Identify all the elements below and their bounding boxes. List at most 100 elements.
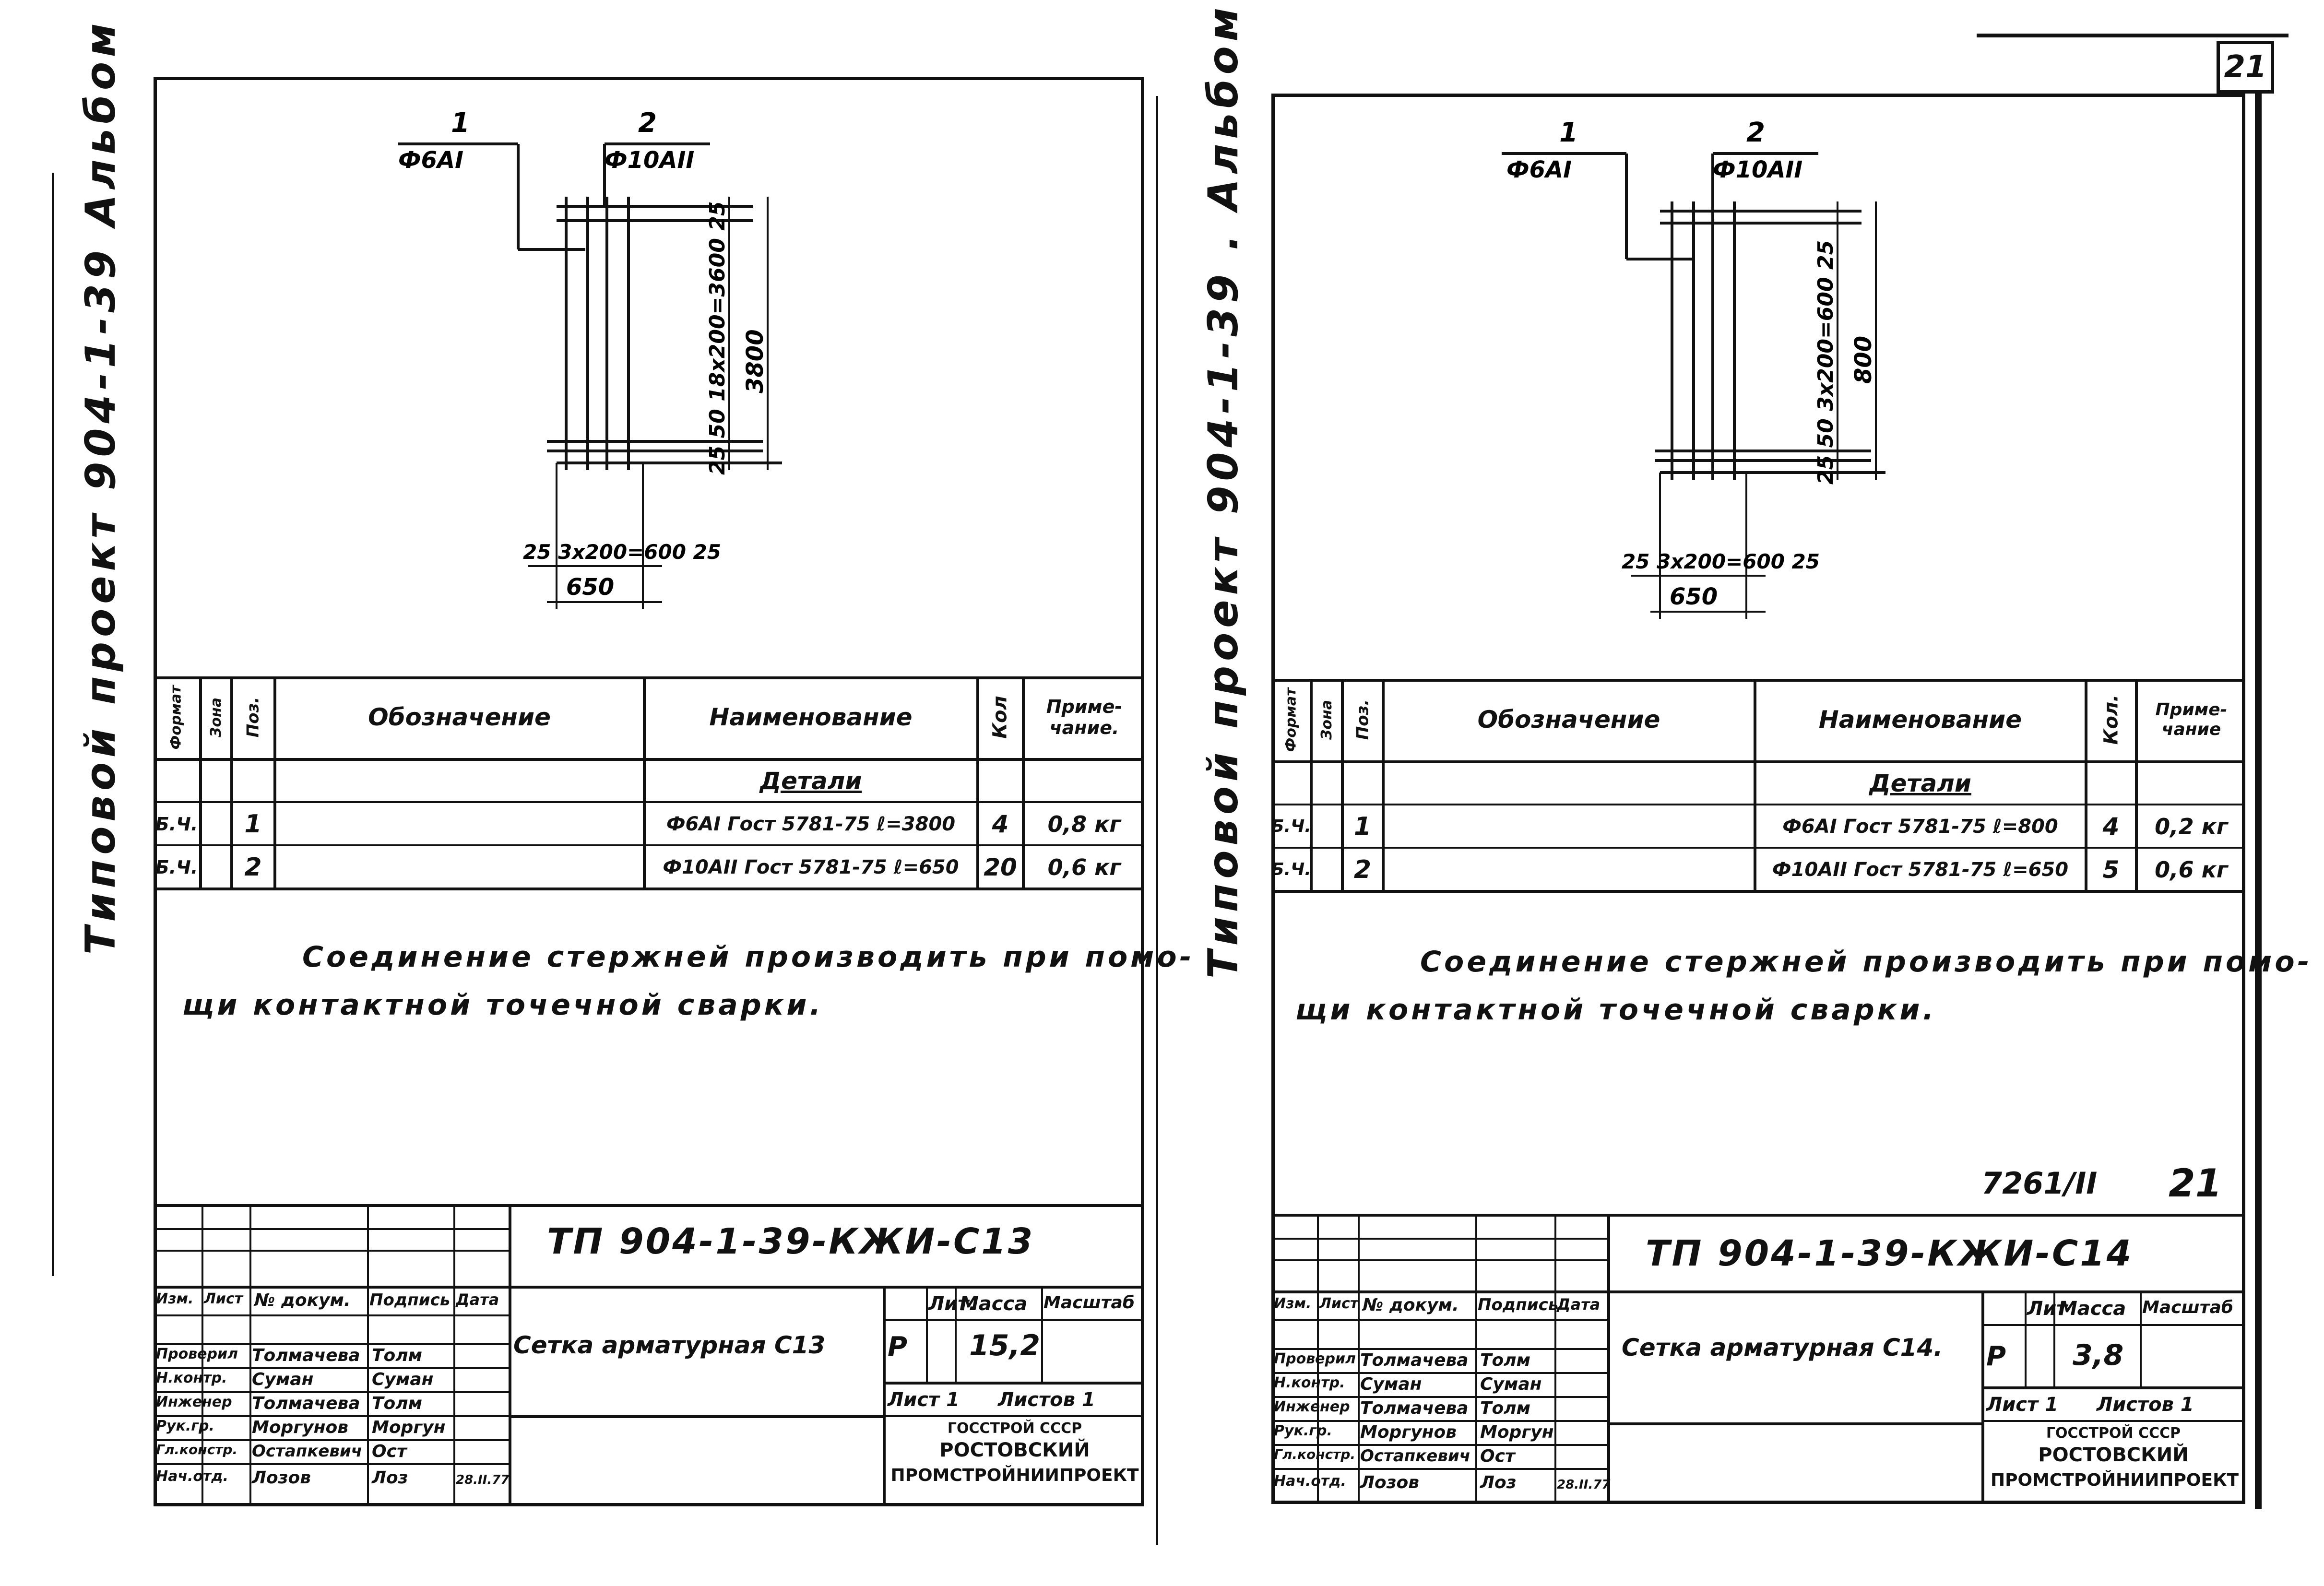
left-rebar-drawing: 1 Ф6АI 2 Ф10АII 25 50 18х200=3600 25 380…	[398, 107, 782, 609]
left-lit-value: Р	[888, 1331, 908, 1362]
left-name-4: Моргунов	[252, 1418, 348, 1437]
right-mass-value: 3,8	[2073, 1338, 2124, 1372]
left-sign-5: Ост	[372, 1442, 407, 1461]
right-sheets-label: Листов 1	[2097, 1394, 2194, 1416]
right-hdr-note: Приме-чание	[2155, 700, 2228, 739]
right-pos1-number: 1	[1559, 117, 1578, 148]
page-number: 21	[2224, 49, 2267, 85]
right-note-line2: щи контактной точечной сварки.	[1295, 993, 1937, 1027]
right-role-6: Нач.отд.	[1274, 1473, 1346, 1490]
right-sheet-number: 21	[2169, 1161, 2222, 1206]
right-hdr-designation: Обозначение	[1477, 706, 1660, 734]
left-name-2: Суман	[252, 1370, 314, 1389]
left-horiz-dims: 25 3х200=600 25	[523, 540, 721, 564]
right-pos2-bar: Ф10АII	[1713, 156, 1802, 183]
left-role-5: Гл.констр.	[156, 1442, 238, 1457]
right-doc-code: ТП 904-1-39-КЖИ-С14	[1646, 1233, 2134, 1274]
left-row1-format: Б.Ч.	[155, 813, 198, 835]
left-note-line2: щи контактной точечной сварки.	[182, 988, 824, 1022]
page-number-box: 21	[2217, 41, 2274, 94]
right-horiz-total: 650	[1670, 583, 1718, 610]
left-hdr-zone: Зона	[207, 697, 225, 737]
right-mass-label: Масса	[2058, 1298, 2126, 1320]
right-lit-value: Р	[1986, 1341, 2006, 1372]
left-vert-total: 3800	[742, 329, 769, 393]
left-lit-label: Лит.	[928, 1293, 976, 1315]
left-hdr-list: Лист	[204, 1290, 243, 1307]
left-sign-4: Моргун	[372, 1418, 446, 1437]
right-org-1: ГОССТРОЙ СССР	[2046, 1425, 2181, 1442]
right-sign-6: Лоз	[1480, 1473, 1517, 1492]
left-hdr-izm: Изм.	[156, 1290, 194, 1307]
right-name-1: Толмачева	[1360, 1350, 1469, 1370]
left-name-3: Толмачева	[252, 1394, 360, 1413]
left-name-6: Лозов	[252, 1468, 311, 1488]
left-row1-name: Ф6АI Гост 5781-75 ℓ=3800	[666, 813, 956, 835]
left-hdr-name: Наименование	[709, 703, 913, 731]
right-vert-dims: 25 50 3х200=600 25	[1814, 240, 1838, 485]
left-role-4: Рук.гр.	[156, 1418, 214, 1434]
left-org-1: ГОССТРОЙ СССР	[947, 1420, 1082, 1437]
right-row2-name: Ф10АII Гост 5781-75 ℓ=650	[1772, 858, 2069, 881]
right-sign-3: Толм	[1480, 1398, 1531, 1418]
right-rebar-drawing: 1 Ф6АI 2 Ф10АII 25 50 3х200=600 25 800 2…	[1502, 117, 1885, 619]
right-row1-format: Б.Ч.	[1271, 817, 1311, 836]
right-sign-4: Моргун	[1480, 1422, 1554, 1442]
right-row1-pos: 1	[1353, 812, 1372, 841]
right-row2-pos: 2	[1353, 855, 1372, 884]
left-row1-pos: 1	[244, 809, 262, 839]
right-row1-note: 0,2 кг	[2155, 813, 2228, 840]
right-hdr-doc: № докум.	[1363, 1295, 1459, 1315]
left-sheets-label: Листов 1	[998, 1389, 1095, 1411]
right-org-2: РОСТОВСКИЙ	[2038, 1444, 2189, 1466]
left-row1-note: 0,8 кг	[1047, 811, 1121, 837]
right-role-2: Н.контр.	[1274, 1374, 1345, 1391]
left-sheet-label: Лист 1	[888, 1389, 960, 1411]
left-hdr-note: Приме-чание.	[1046, 696, 1123, 738]
right-row2-format: Б.Ч.	[1271, 860, 1311, 879]
left-hdr-format: Формат	[167, 685, 185, 749]
right-name-4: Моргунов	[1360, 1422, 1457, 1442]
right-horiz-dims: 25 3х200=600 25	[1622, 550, 1820, 573]
left-mass-label: Масса	[960, 1293, 1028, 1315]
right-sign-2: Суман	[1480, 1374, 1542, 1394]
left-row2-name: Ф10АII Гост 5781-75 ℓ=650	[663, 856, 959, 878]
right-frame	[1271, 94, 2245, 1504]
left-sign-6: Лоз	[372, 1468, 408, 1488]
right-role-1: Проверил	[1274, 1350, 1356, 1367]
left-hdr-sign: Подпись	[369, 1290, 451, 1310]
left-row2-pos: 2	[244, 852, 262, 882]
right-hdr-zone: Зона	[1318, 699, 1335, 740]
left-name-5: Остапкевич	[252, 1442, 363, 1461]
left-name-1: Толмачева	[252, 1346, 360, 1365]
left-row2-note: 0,6 кг	[1047, 854, 1121, 880]
left-note-line1: Соединение стержней производить при помо…	[302, 940, 1195, 974]
top-rule	[1977, 34, 2288, 37]
right-sign-5: Ост	[1480, 1446, 1515, 1466]
right-hdr-pos: Поз.	[1353, 699, 1372, 740]
right-hdr-format: Формат	[1282, 687, 1300, 752]
right-role-5: Гл.констр.	[1274, 1446, 1356, 1462]
right-hdr-sign: Подпись	[1478, 1295, 1559, 1314]
right-name-6: Лозов	[1360, 1473, 1420, 1492]
right-title: Сетка арматурная С14.	[1622, 1334, 1943, 1361]
right-row2-qty: 5	[2102, 855, 2120, 884]
left-hdr-qty: Кол	[989, 696, 1011, 739]
right-name-2: Суман	[1360, 1374, 1422, 1394]
left-doc-code: ТП 904-1-39-КЖИ-С13	[547, 1221, 1035, 1262]
right-name-3: Толмачева	[1360, 1398, 1469, 1418]
left-pos1-bar: Ф6АI	[398, 147, 463, 174]
right-row1-name: Ф6АI Гост 5781-75 ℓ=800	[1782, 815, 2058, 838]
right-role-3: Инженер	[1274, 1398, 1350, 1415]
center-fold-line	[1156, 96, 1158, 1545]
left-row2-format: Б.Ч.	[155, 856, 198, 878]
left-frame	[154, 77, 1144, 1506]
left-side-caption: Типовой проект 904-1-39 Альбом II	[77, 0, 125, 955]
right-hdr-izm: Изм.	[1274, 1295, 1312, 1312]
left-scale-label: Масштаб	[1043, 1293, 1135, 1313]
left-sign-1: Толм	[372, 1346, 423, 1365]
left-spec-section: Детали	[759, 767, 862, 795]
right-sign-1: Толм	[1480, 1350, 1531, 1370]
right-hdr-name: Наименование	[1818, 706, 2022, 734]
right-row1-qty: 4	[2102, 812, 2120, 840]
